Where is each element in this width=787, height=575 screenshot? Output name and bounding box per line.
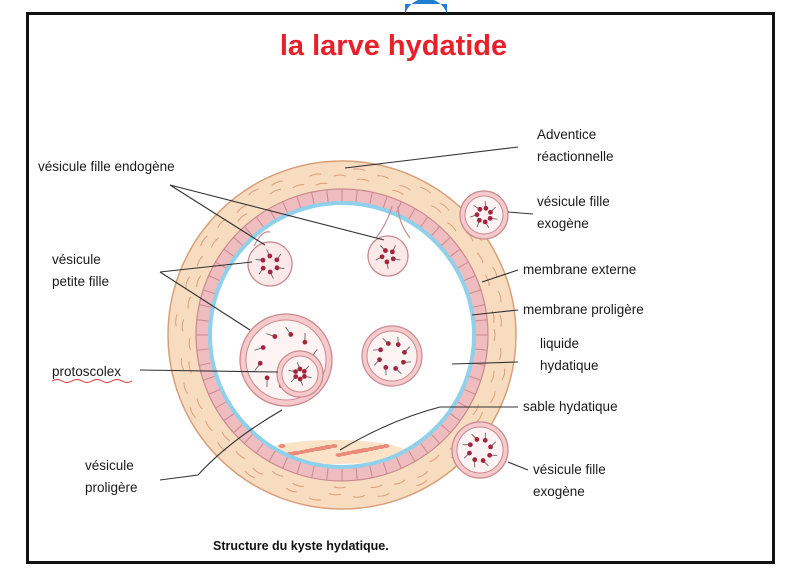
protoscolex-head — [488, 216, 493, 221]
protoscolex-head — [390, 249, 395, 254]
label-vesicule-fille-endogene: vésicule fille endogène — [38, 159, 175, 174]
protoscolex-head — [293, 369, 298, 374]
label-liquide-2: hydatique — [540, 358, 599, 373]
protoscolex-head — [484, 206, 489, 211]
protoscolex-head — [383, 365, 388, 370]
protoscolex-head — [475, 437, 480, 442]
protoscolex-head — [386, 341, 391, 346]
vesicule-fille-exogene-top — [460, 191, 508, 239]
protoscolex-head — [402, 350, 407, 355]
protoscolex-head — [383, 248, 388, 253]
label-membrane-proligere: membrane proligère — [523, 302, 644, 317]
label-membrane-externe: membrane externe — [523, 262, 636, 277]
protoscolex-head — [472, 457, 477, 462]
label-protoscolex: protoscolex — [52, 364, 121, 379]
label-vesicule-petite-fille-2: petite fille — [52, 274, 109, 289]
protoscolex-head — [467, 451, 472, 456]
protoscolex-head — [272, 334, 277, 339]
label-exogene-bottom-1: vésicule fille — [533, 462, 606, 477]
figure-caption: Structure du kyste hydatique. — [213, 539, 389, 553]
label-vesicule-petite-fille-1: vésicule — [52, 252, 101, 267]
protoscolex-head — [393, 366, 398, 371]
protoscolex-head — [275, 265, 280, 270]
protoscolex-head — [477, 218, 482, 223]
label-adventice-1: Adventice — [537, 127, 596, 142]
protoscolex-head — [288, 332, 293, 337]
label-adventice-2: réactionnelle — [537, 149, 614, 164]
vesicule-libre — [362, 326, 422, 386]
label-sable-hydatique: sable hydatique — [523, 399, 618, 414]
protoscolex-head — [297, 367, 302, 372]
label-exogene-top-1: vésicule fille — [537, 194, 610, 209]
protoscolex-head — [488, 445, 493, 450]
label-exogene-top-2: exogène — [537, 216, 589, 231]
protoscolex-head — [483, 219, 488, 224]
vesicule-fille-exogene-bottom — [452, 422, 508, 478]
spellcheck-underline — [52, 380, 132, 383]
label-vesicule-proligere-1: vésicule — [85, 458, 134, 473]
protoscolex-head — [378, 347, 383, 352]
protoscolex-head — [487, 453, 492, 458]
protoscolex-head — [380, 254, 385, 259]
protoscolex-head — [483, 438, 488, 443]
protoscolex-head — [384, 259, 389, 264]
protoscolex-head — [268, 270, 273, 275]
protoscolex-head — [478, 207, 483, 212]
protoscolex-head — [475, 212, 480, 217]
protoscolex-head — [468, 442, 473, 447]
protoscolex-head — [377, 357, 382, 362]
protoscolex-head — [303, 340, 308, 345]
protoscolex-head — [302, 369, 307, 374]
protoscolex-head — [293, 374, 298, 379]
protoscolex-head — [265, 375, 270, 380]
top-logo-fragment — [405, 0, 447, 14]
protoscolex-head — [261, 345, 266, 350]
protoscolex-head — [261, 266, 266, 271]
protoscolex-head — [298, 377, 303, 382]
label-liquide-1: liquide — [540, 336, 579, 351]
protoscolex-head — [267, 254, 272, 259]
protoscolex-head — [302, 374, 307, 379]
vesicule-petite-fille — [240, 314, 332, 406]
protoscolex-head — [481, 458, 486, 463]
protoscolex-head — [488, 210, 493, 215]
protoscolex-head — [391, 256, 396, 261]
protoscolex-head — [261, 258, 266, 263]
label-vesicule-proligere-2: proligère — [85, 480, 138, 495]
protoscolex-head — [258, 361, 263, 366]
label-exogene-bottom-2: exogène — [533, 484, 585, 499]
protoscolex-head — [396, 342, 401, 347]
protoscolex-head — [274, 257, 279, 262]
protoscolex-head — [401, 360, 406, 365]
